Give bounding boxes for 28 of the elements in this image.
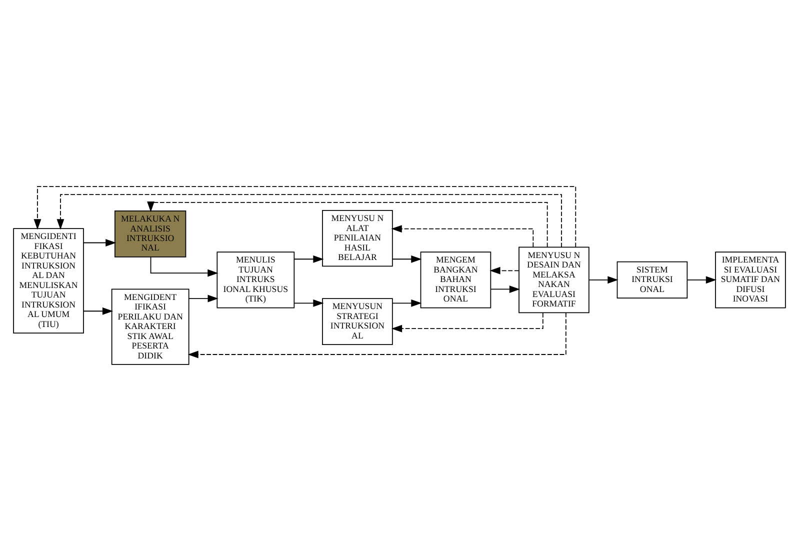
arrow (294, 298, 324, 306)
arrow (391, 224, 534, 247)
arrow (392, 298, 422, 306)
arrow (392, 254, 422, 262)
arrow (588, 276, 618, 284)
node-box: MENGIDENT IFIKASI PERILAKU DAN KARAKTERI STIK AWAL PESERTA DIDIK (111, 288, 190, 364)
arrow (34, 186, 576, 247)
node-box: MENYUSU N DESAIN DAN MELAKSA NAKAN EVALUASI FORMATIF (518, 246, 590, 313)
node-box: MENGEM BANGKAN BAHAN INTRUKSI ONAL (420, 251, 492, 308)
arrow (391, 312, 544, 332)
node-box: MENYUSU N ALAT PENILAIAN HASIL BELAJAR (322, 210, 393, 266)
node-box: SISTEM INTRUKSI ONAL (616, 260, 688, 298)
arrow (83, 306, 114, 314)
arrow (150, 256, 218, 276)
arrow (490, 266, 520, 274)
node-box: IMPLEMENTA SI EVALUASI SUMATIF DAN DIFUSI INOVASI (715, 251, 786, 308)
arrow (56, 194, 562, 248)
node-box: MENGIDENTI FIKASI KEBUTUHAN INTRUKSION AL DAN MENULISKAN TUJUAN INTRUKSION AL UMUM (TIU) (13, 228, 84, 333)
arrow (188, 294, 218, 302)
node-box: MELAKUKA N ANALISIS INTRUKSIO NAL (114, 210, 186, 257)
arrow (490, 285, 520, 292)
arrow (188, 312, 566, 358)
arrow (294, 254, 324, 262)
node-box: MENULIS TUJUAN INTRUKS IONAL KHUSUS (TIK) (216, 251, 295, 308)
arrow (147, 200, 548, 248)
arrow (686, 276, 717, 284)
arrow (83, 238, 116, 246)
node-box: MENYUSUN STRATEGI INTRUKSION AL (322, 298, 393, 344)
